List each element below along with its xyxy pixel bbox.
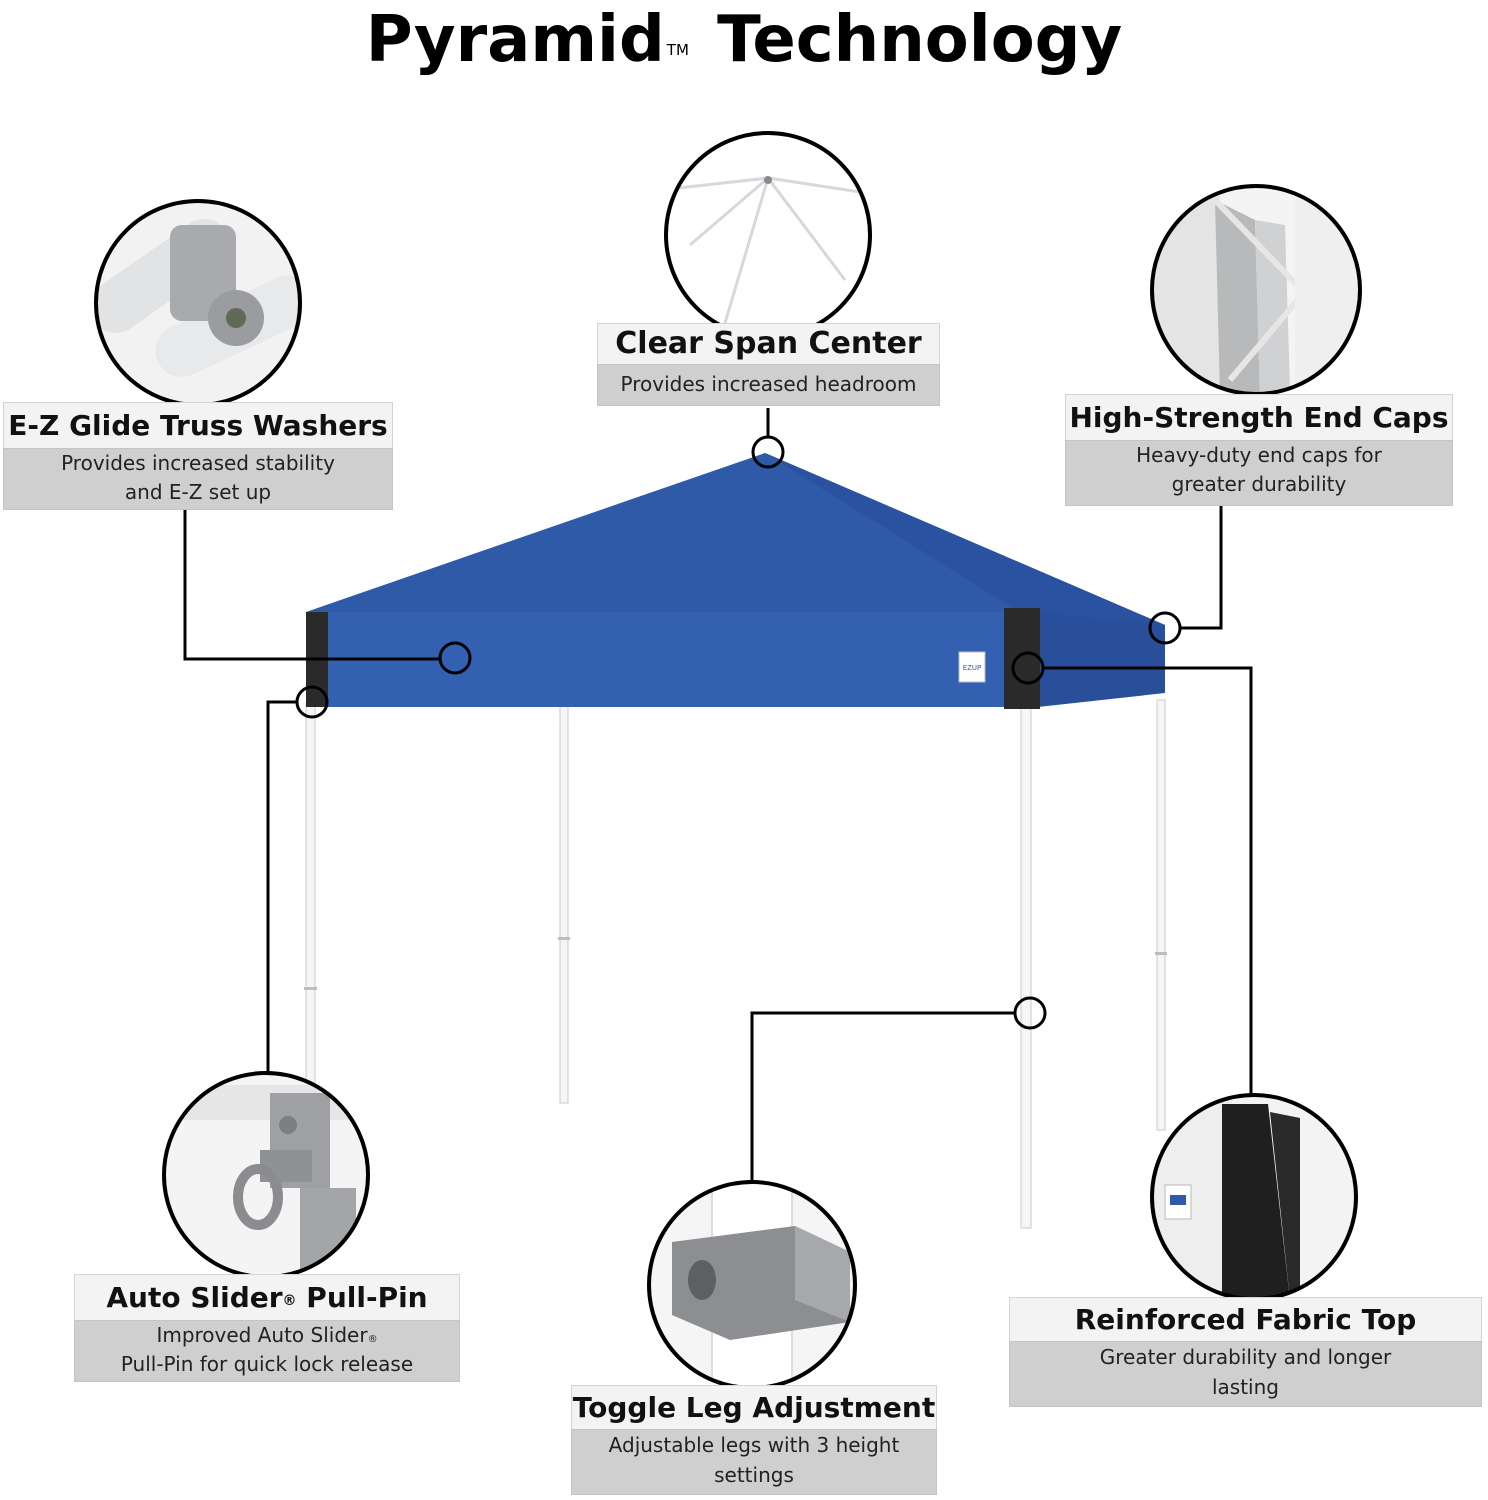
pull-pin-subtitle-b: Pull-Pin for quick lock release — [120, 1352, 414, 1376]
label-toggle-leg-subtitle: Adjustable legs with 3 height settings — [571, 1429, 937, 1495]
canopy-roof-shade — [765, 453, 1165, 625]
leg-front-left — [305, 702, 316, 1094]
detail-toggle-leg — [647, 1180, 857, 1390]
leader-pull-pin — [266, 700, 297, 1073]
canopy-valance-side — [1038, 612, 1165, 707]
callout-markers — [295, 435, 1182, 1030]
leader-fabric-corners — [1044, 666, 1253, 1097]
label-pull-pin-title: Auto Slider® Pull-Pin — [74, 1274, 460, 1320]
marker-truss-washers — [438, 641, 472, 675]
trademark-mark: TM — [666, 41, 689, 59]
corner-reinforcement-right — [1004, 608, 1040, 709]
label-fabric-corners-subtitle: Greater durability and longer lasting — [1009, 1341, 1482, 1407]
pull-pin-title-reg: ® — [282, 1293, 297, 1309]
detail-clear-span — [664, 131, 872, 339]
label-clear-span: Clear Span Center Provides increased hea… — [597, 323, 940, 406]
label-end-caps-subtitle: Heavy-duty end caps for greater durabili… — [1065, 440, 1453, 506]
label-truss-washers: E-Z Glide Truss Washers Provides increas… — [3, 402, 393, 510]
leader-lines — [183, 408, 1253, 1182]
title-main: Pyramid — [365, 3, 665, 77]
leader-toggle-leg — [750, 1011, 1014, 1182]
pull-pin-subtitle-a: Improved Auto Slider — [156, 1323, 368, 1347]
label-truss-washers-title: E-Z Glide Truss Washers — [3, 402, 393, 448]
leg-back-left — [559, 702, 569, 1104]
canopy-roof — [306, 453, 1165, 632]
leg-front-right — [1020, 702, 1032, 1229]
label-end-caps-title: High-Strength End Caps — [1065, 394, 1453, 440]
leader-truss-washers — [183, 510, 440, 661]
label-truss-washers-subtitle: Provides increased stability and E-Z set… — [3, 448, 393, 510]
ezup-tag-text: EZUP — [963, 664, 982, 672]
label-end-caps: High-Strength End Caps Heavy-duty end ca… — [1065, 394, 1453, 506]
label-toggle-leg-title: Toggle Leg Adjustment — [571, 1385, 937, 1429]
label-clear-span-title: Clear Span Center — [597, 323, 940, 364]
marker-clear-span — [751, 435, 785, 469]
pull-pin-title-b: Pull-Pin — [296, 1281, 428, 1314]
detail-pull-pin — [162, 1071, 370, 1279]
pull-pin-subtitle-reg: ® — [367, 1334, 378, 1345]
label-fabric-corners: Reinforced Fabric Top Corners Greater du… — [1009, 1297, 1482, 1407]
canopy-legs — [305, 699, 1166, 1229]
label-pull-pin-subtitle: Improved Auto Slider® Pull-Pin for quick… — [74, 1320, 460, 1382]
leg-back-right — [1156, 699, 1166, 1131]
label-toggle-leg: Toggle Leg Adjustment Adjustable legs wi… — [571, 1385, 937, 1495]
leader-end-caps — [1180, 506, 1223, 630]
detail-fabric-corners — [1150, 1093, 1358, 1301]
detail-end-caps — [1150, 184, 1362, 396]
marker-pull-pin — [295, 685, 329, 719]
label-fabric-corners-title: Reinforced Fabric Top Corners — [1009, 1297, 1482, 1379]
marker-end-caps — [1148, 611, 1182, 645]
canopy-top: EZUP — [306, 453, 1165, 709]
marker-fabric-corners — [1011, 651, 1045, 685]
ezup-tag — [958, 651, 986, 683]
title-rest: Technology — [717, 3, 1123, 77]
marker-toggle-leg — [1013, 996, 1047, 1030]
detail-truss-washers — [94, 199, 302, 407]
label-clear-span-subtitle: Provides increased headroom — [597, 364, 940, 406]
pull-pin-title-a: Auto Slider — [106, 1281, 283, 1314]
label-pull-pin: Auto Slider® Pull-Pin Improved Auto Slid… — [74, 1274, 460, 1382]
